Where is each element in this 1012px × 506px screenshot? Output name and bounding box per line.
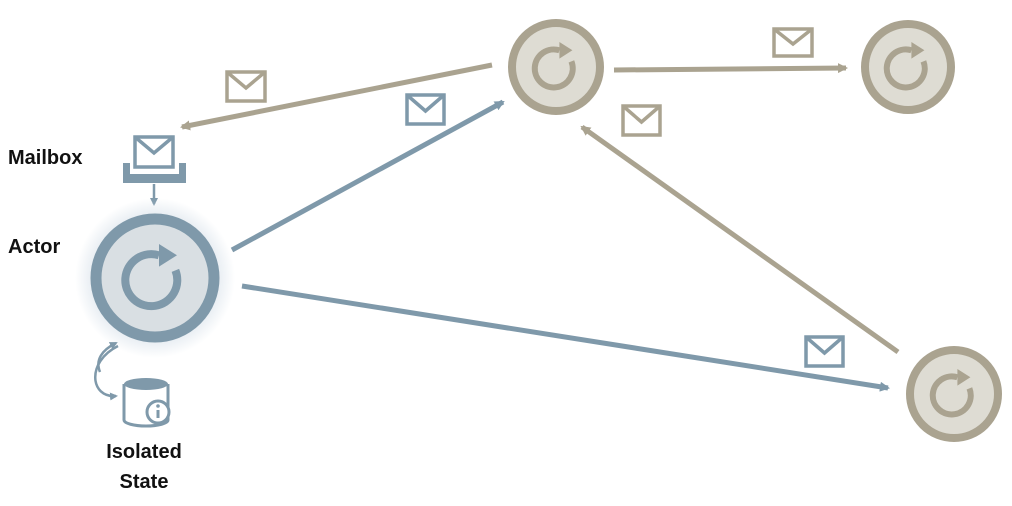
actor-node-right bbox=[861, 20, 955, 114]
message-arrow-bottom-to-top bbox=[580, 124, 900, 355]
isolated-state-label: Isolated State bbox=[88, 437, 200, 497]
isolated-state-label-line2: State bbox=[119, 471, 169, 493]
state-link-arrow bbox=[97, 341, 118, 373]
mailbox-icon bbox=[123, 135, 186, 206]
actor-node-bottom bbox=[906, 346, 1002, 442]
envelope-icon bbox=[405, 93, 446, 126]
refresh-cycle-icon bbox=[929, 369, 974, 418]
info-icon bbox=[145, 399, 171, 425]
actor-label: Actor bbox=[8, 236, 61, 258]
database-icon bbox=[122, 378, 171, 428]
refresh-cycle-icon bbox=[531, 42, 576, 91]
primary-actor-node bbox=[75, 198, 235, 358]
isolated-state-label-line1: Isolated bbox=[106, 441, 182, 463]
envelope-icon bbox=[772, 27, 814, 58]
state-link-arrow bbox=[94, 344, 119, 401]
refresh-cycle-icon bbox=[883, 42, 928, 91]
envelope-icon bbox=[804, 335, 845, 368]
refresh-cycle-icon bbox=[121, 244, 182, 311]
message-arrow-actor-to-top bbox=[230, 99, 505, 253]
message-arrow-top-to-right bbox=[613, 63, 848, 74]
actor-node-top bbox=[508, 19, 604, 115]
message-arrow-top-to-mailbox bbox=[180, 62, 493, 131]
message-arrow-actor-to-bottom bbox=[241, 283, 890, 392]
mailbox-label: Mailbox bbox=[8, 147, 83, 169]
envelope-icon bbox=[225, 70, 267, 103]
envelope-icon bbox=[621, 104, 662, 137]
